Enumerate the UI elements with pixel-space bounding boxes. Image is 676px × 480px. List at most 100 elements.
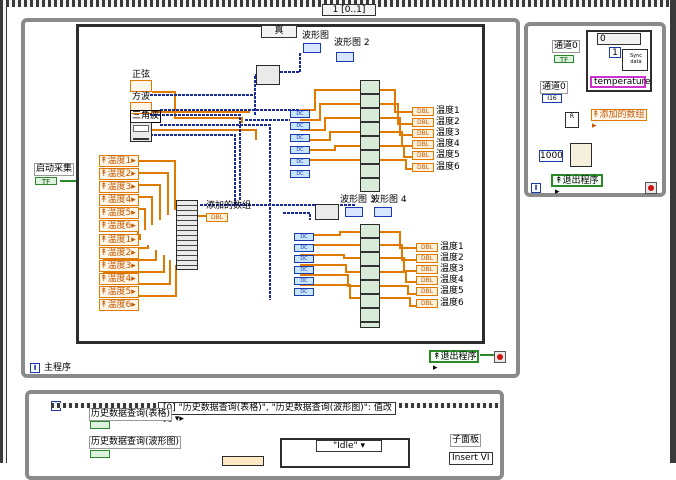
temp-output-bottom-terminal: DBL <box>416 287 438 296</box>
temperature-indicator[interactable]: temperature <box>590 76 651 88</box>
temp-output-top-terminal: DBL <box>412 163 434 172</box>
temp-input[interactable]: ↟温度4▸ <box>99 273 139 285</box>
temp-output-bottom-label: 温度2 <box>440 253 464 263</box>
temp-input[interactable]: ↟温度2▸ <box>99 247 139 259</box>
dc-node: DC <box>294 244 314 252</box>
temp-output-bottom-terminal: DBL <box>416 299 438 308</box>
build-array-vertical <box>176 200 198 270</box>
case-selector[interactable]: 真 <box>261 25 297 38</box>
array-index-const[interactable]: 1 <box>609 47 621 58</box>
right-added-data[interactable]: ↟添加的数组▸ <box>591 109 647 131</box>
temp-input[interactable]: ↟温度3▸ <box>99 260 139 272</box>
temp-input[interactable]: ↟温度1▸ <box>99 234 139 246</box>
temp-input[interactable]: ↟温度2▸ <box>99 168 139 180</box>
temp-input[interactable]: ↟温度4▸ <box>99 194 139 206</box>
wave-query-bool[interactable] <box>90 450 110 458</box>
temp-output-top-label: 温度1 <box>436 106 460 116</box>
right-case-selector[interactable]: 0 <box>597 33 641 45</box>
right-loop-iteration: i <box>531 183 541 193</box>
dc-node: DC <box>290 134 310 142</box>
temp-output-top-terminal: DBL <box>412 140 434 149</box>
table-query-bool[interactable] <box>90 421 110 429</box>
right-added-data-text: 添加的数组 <box>599 110 645 120</box>
temperature-text: temperature <box>594 77 651 87</box>
right-case-selector-value: 0 <box>600 34 606 44</box>
dc-node: DC <box>290 170 310 178</box>
wave-graph-label-3: 波形图 3 <box>340 195 376 205</box>
temp-input[interactable]: ↟温度1▸ <box>99 155 139 167</box>
temp-output-top-terminal: DBL <box>412 129 434 138</box>
wave-graph-label-4: 波形图 4 <box>371 195 407 205</box>
temp-input[interactable]: ↟温度5▸ <box>99 286 139 298</box>
wave-type-label-sine: 正弦 <box>132 70 151 80</box>
temp-output-bottom-label: 温度6 <box>440 298 464 308</box>
temp-output-bottom-terminal: DBL <box>416 243 438 252</box>
temp-output-top-label: 温度3 <box>436 128 460 138</box>
temp-input-text: 温度6 <box>107 221 132 231</box>
sequence-frame-left <box>0 0 7 463</box>
idle-selector[interactable]: "Idle" ▾ <box>316 440 382 452</box>
temp-input-text: 温度4 <box>107 195 132 205</box>
temp-output-bottom-terminal: DBL <box>416 276 438 285</box>
temp-output-top-terminal: DBL <box>412 107 434 116</box>
sequence-frame-right <box>670 0 676 463</box>
temp-input-text: 温度6 <box>107 300 132 310</box>
loop-stop-terminal[interactable] <box>494 351 506 363</box>
dc-node: DC <box>294 233 314 241</box>
wave-graph-terminal-3[interactable] <box>345 207 363 217</box>
exit-program-local[interactable]: ↟退出程序▸ <box>429 350 479 373</box>
temp-input[interactable]: ↟温度6▸ <box>99 220 139 232</box>
added-data-terminal[interactable]: DBL <box>206 213 228 222</box>
subpanel-label: 子面板 <box>450 434 482 447</box>
insert-vi-label: Insert VI <box>449 452 493 465</box>
wave-type-sine[interactable] <box>130 80 152 92</box>
channel-i16[interactable]: I16 <box>542 94 562 103</box>
wave-graph-terminal-2[interactable] <box>336 52 354 62</box>
build-array-node <box>256 65 280 85</box>
wave-graph-terminal-4[interactable] <box>374 207 392 217</box>
idle-selector-label: "Idle" <box>332 441 358 451</box>
right-exit-program[interactable]: ↟退出程序▸ <box>551 174 603 197</box>
temp-input[interactable]: ↟温度3▸ <box>99 181 139 193</box>
dc-node: DC <box>294 288 314 296</box>
channel-bool[interactable]: TF <box>554 55 574 64</box>
start-acquire-button[interactable]: TF <box>35 177 57 186</box>
right-loop-stop[interactable] <box>645 182 657 194</box>
wait-ms-const[interactable]: 1000 <box>539 150 563 162</box>
temp-output-bottom-terminal: DBL <box>416 265 438 274</box>
temp-output-top-label: 温度4 <box>436 139 460 149</box>
temp-output-top-terminal: DBL <box>412 151 434 160</box>
dc-node: DC <box>290 158 310 166</box>
temp-output-top-label: 温度2 <box>436 117 460 127</box>
added-data-label: 添加的数组 <box>206 201 252 211</box>
channel-label-1: 通道0 <box>552 40 580 53</box>
temp-input-text: 温度4 <box>107 274 132 284</box>
sequence-selector[interactable]: 1 [0..1] <box>322 4 376 16</box>
sequence-frame-top <box>0 0 676 7</box>
wave-type-label-square: 方波 <box>132 92 151 102</box>
sequence-selector-label: 1 [0..1] <box>332 5 366 15</box>
temp-input-text: 温度1 <box>107 235 132 245</box>
temp-input-text: 温度1 <box>107 156 132 166</box>
table-query-label: 历史数据查询(表格) <box>89 408 173 421</box>
build-array-node-2 <box>315 204 339 220</box>
temp-input[interactable]: ↟温度5▸ <box>99 207 139 219</box>
dc-node: DC <box>290 146 310 154</box>
temp-output-bottom-label: 温度3 <box>440 264 464 274</box>
dc-node: DC <box>290 122 310 130</box>
dc-node: DC <box>294 277 314 285</box>
temp-input-text: 温度2 <box>107 169 132 179</box>
temp-input-text: 温度3 <box>107 182 132 192</box>
temp-input[interactable]: ↟温度6▸ <box>99 299 139 311</box>
event-selector[interactable]: [0] "历史数据查询(表格)", "历史数据查询(波形图)": 值改变 ▾▸ <box>158 402 396 424</box>
invoke-node <box>222 456 264 466</box>
wave-type-square[interactable] <box>130 102 152 114</box>
wait-timer-icon <box>570 143 592 167</box>
main-loop-label: 主程序 <box>44 363 72 373</box>
dc-node: DC <box>294 266 314 274</box>
right-exit-program-text: 退出程序 <box>562 176 599 186</box>
wire-layer <box>60 52 494 356</box>
temp-input-text: 温度3 <box>107 261 132 271</box>
wave-query-label: 历史数据查询(波形图) <box>89 436 182 449</box>
wave-graph-terminal-1[interactable] <box>303 43 321 53</box>
